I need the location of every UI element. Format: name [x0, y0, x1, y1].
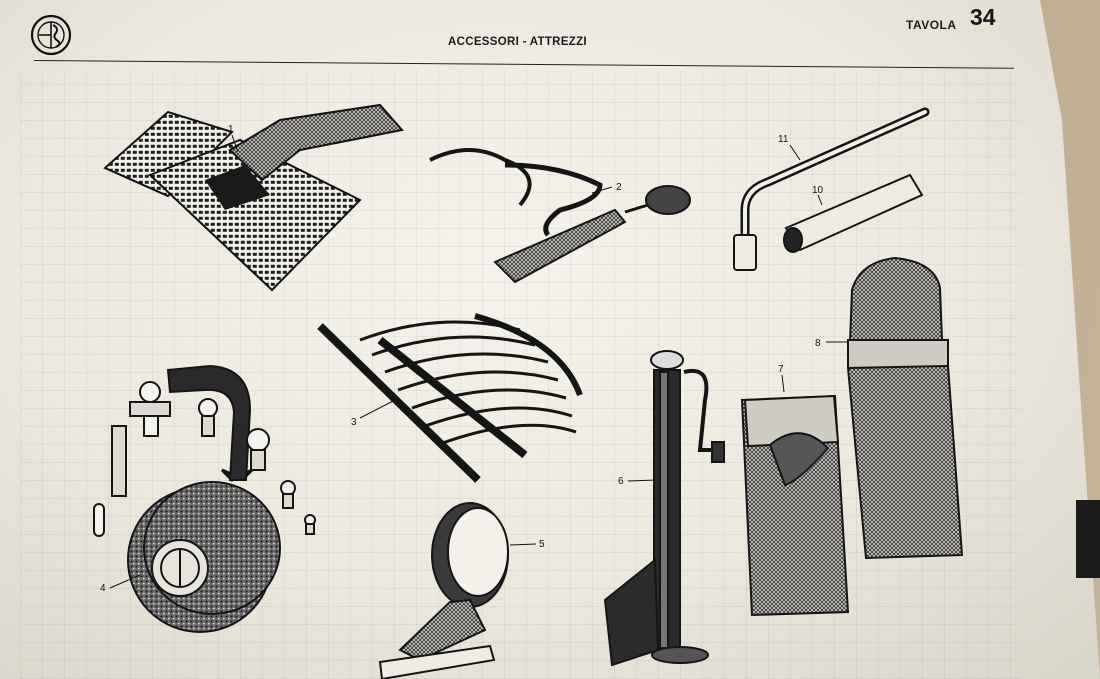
- callout-10: 10: [812, 185, 824, 196]
- callout-7: 7: [778, 364, 784, 375]
- callout-1: 1: [228, 124, 234, 135]
- tavola-label: TAVOLA: [906, 18, 957, 32]
- callout-4: 4: [100, 583, 106, 594]
- luggage-rack: [317, 313, 583, 483]
- page-title: ACCESSORI - ATTREZZI: [448, 36, 587, 48]
- tavola-number: 34: [970, 4, 996, 30]
- leader-lines: [109, 134, 848, 589]
- door-mirror: [378, 502, 509, 679]
- document-holder: [846, 256, 964, 560]
- bulb-kit: [93, 364, 316, 537]
- tool-pouch: [740, 394, 850, 617]
- section-thumb-tab: [1076, 500, 1100, 578]
- callout-11: 11: [778, 134, 789, 145]
- callout-8: 8: [815, 338, 821, 349]
- callout-5: 5: [539, 539, 545, 550]
- spare-wheel-cover: [127, 481, 281, 633]
- wheel-brace: [733, 107, 930, 271]
- box-spanner: [783, 173, 924, 253]
- car-jack: [603, 350, 725, 667]
- callout-3: 3: [351, 417, 357, 428]
- callout-2: 2: [616, 182, 622, 193]
- strap-assembly: [429, 148, 691, 284]
- callout-6: 6: [618, 476, 624, 487]
- floor-mats: [103, 103, 404, 292]
- alfa-romeo-badge-icon: [30, 14, 72, 56]
